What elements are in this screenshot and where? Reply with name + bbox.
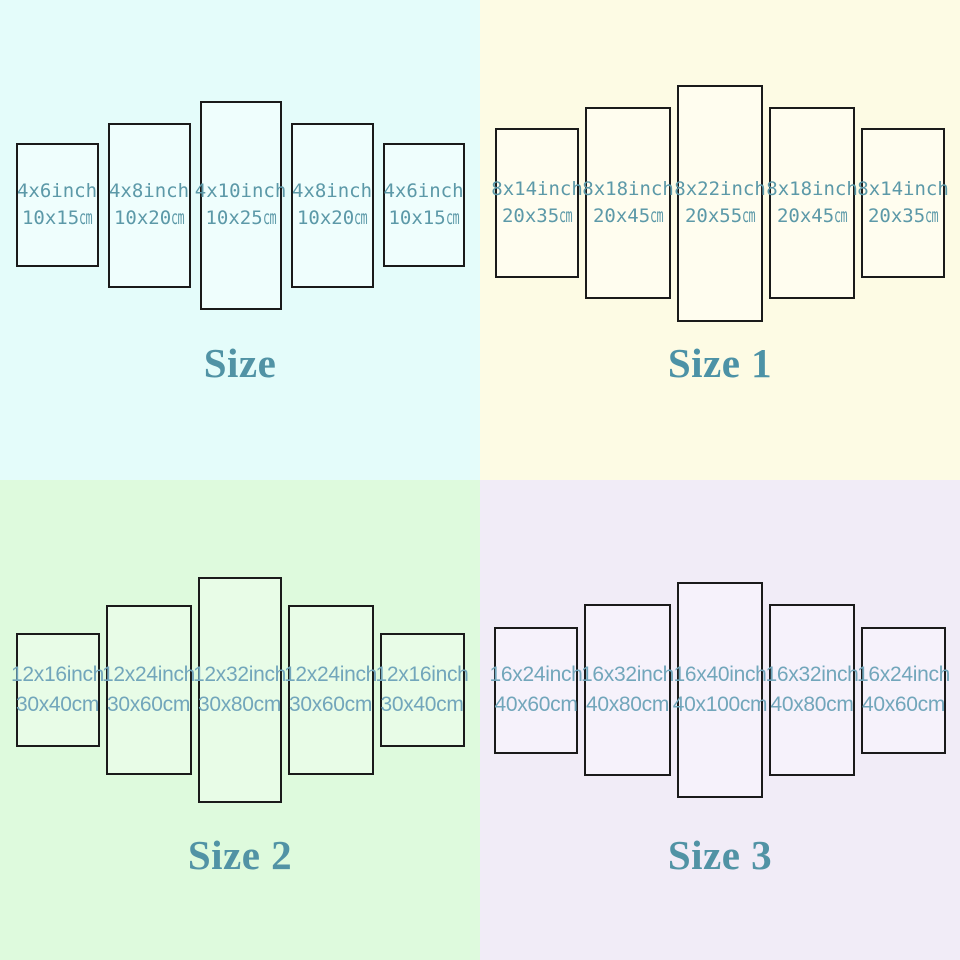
panel-size-label: 4x6inch 10x15cm [17, 178, 97, 232]
panel-cm-size: 10x20cm [296, 207, 368, 229]
canvas-panel-1: 12x16inch 30x40cm [11, 633, 104, 747]
panel-size-label: 16x40inch 40x100cm [673, 660, 768, 720]
panel-inch-size: 16x32inch [765, 663, 859, 687]
panel-inch-size: 4x6inch [16, 180, 98, 203]
panel-row: 16x24inch 40x60cm 16x32inch 40x80cm 16x4… [480, 540, 960, 840]
panel-row: 4x6inch 10x15cm 4x8inch 10x20cm 4x10inch… [0, 55, 480, 355]
panel-inch-size: 4x8inch [108, 180, 190, 203]
panel-cm-size: 20x45cm [776, 205, 848, 227]
quadrant-title: Size [203, 340, 277, 386]
canvas-panel-4: 4x8inch 10x20cm [290, 122, 374, 288]
panel-inch-size: 12x16inch [375, 663, 469, 687]
panel-size-label: 8x14inch 20x35cm [491, 176, 583, 230]
quadrant-size-2: 12x16inch 30x40cm 12x24inch 30x60cm 12x3… [0, 480, 480, 960]
panel-inch-size: 8x14inch [857, 178, 949, 201]
panel-cm-size: 40x60cm [861, 693, 946, 716]
panel-size-label: 4x8inch 10x20cm [109, 178, 189, 232]
panel-inch-size: 8x18inch [582, 178, 674, 201]
panel-row: 12x16inch 30x40cm 12x24inch 30x60cm 12x3… [0, 540, 480, 840]
panel-size-label: 16x24inch 40x60cm [857, 660, 950, 720]
canvas-panel-4: 12x24inch 30x60cm [284, 605, 377, 775]
panel-inch-size: 16x24inch [489, 663, 583, 687]
panel-cm-size: 30x40cm [15, 693, 100, 716]
panel-size-label: 12x24inch 30x60cm [102, 660, 195, 720]
canvas-panel-3: 16x40inch 40x100cm [673, 582, 768, 798]
canvas-panel-2: 8x18inch 20x45cm [582, 107, 674, 299]
panel-cm-size: 10x20cm [113, 207, 185, 229]
panel-inch-size: 16x24inch [856, 663, 951, 687]
quadrant-title: Size 1 [667, 340, 773, 386]
canvas-panel-5: 4x6inch 10x15cm [382, 143, 465, 267]
canvas-panel-2: 16x32inch 40x80cm [581, 604, 674, 776]
panel-cm-size: 40x100cm [672, 693, 768, 716]
panel-inch-size: 8x18inch [766, 178, 858, 201]
canvas-panel-2: 12x24inch 30x60cm [102, 605, 195, 775]
canvas-panel-1: 4x6inch 10x15cm [15, 143, 99, 267]
canvas-panel-5: 8x14inch 20x35cm [857, 128, 949, 278]
panel-size-label: 16x32inch 40x80cm [581, 660, 674, 720]
canvas-panel-1: 16x24inch 40x60cm [489, 626, 583, 754]
panel-inch-size: 4x8inch [291, 180, 373, 203]
panel-cm-size: 40x60cm [494, 693, 578, 716]
panel-cm-size: 10x25cm [205, 207, 276, 229]
panel-cm-size: 20x55cm [684, 205, 756, 227]
canvas-panel-4: 16x32inch 40x80cm [765, 604, 859, 776]
panel-size-label: 16x24inch 40x60cm [489, 660, 582, 720]
panel-size-label: 12x32inch 30x80cm [193, 660, 286, 720]
canvas-panel-5: 16x24inch 40x60cm [857, 626, 950, 754]
panel-size-label: 4x10inch 10x25cm [195, 178, 287, 232]
panel-size-label: 4x6inch 10x15cm [383, 178, 463, 232]
panel-inch-size: 12x24inch [101, 663, 196, 687]
canvas-panel-4: 8x18inch 20x45cm [766, 107, 858, 299]
panel-cm-size: 30x60cm [106, 693, 191, 716]
panel-size-label: 12x16inch 30x40cm [375, 660, 468, 720]
panel-cm-size: 40x80cm [770, 693, 854, 716]
canvas-panel-3: 8x22inch 20x55cm [674, 84, 766, 322]
canvas-panel-3: 12x32inch 30x80cm [193, 577, 286, 803]
panel-cm-size: 20x45cm [592, 205, 664, 227]
panel-size-label: 8x18inch 20x45cm [582, 176, 674, 230]
panel-cm-size: 30x60cm [288, 693, 373, 716]
panel-row: 8x14inch 20x35cm 8x18inch 20x45cm 8x22in… [480, 53, 960, 353]
panel-size-label: 12x24inch 30x60cm [284, 660, 377, 720]
quadrant-title: Size 3 [667, 832, 773, 878]
panel-cm-size: 20x35cm [501, 205, 573, 227]
panel-inch-size: 16x32inch [580, 663, 675, 687]
panel-inch-size: 12x16inch [10, 663, 105, 687]
panel-cm-size: 10x15cm [21, 207, 93, 229]
canvas-panel-3: 4x10inch 10x25cm [195, 100, 286, 310]
quadrant-title: Size 2 [187, 832, 293, 878]
panel-inch-size: 4x6inch [383, 180, 464, 203]
panel-inch-size: 8x22inch [674, 178, 766, 201]
panel-size-label: 8x14inch 20x35cm [857, 176, 949, 230]
panel-size-label: 4x8inch 10x20cm [292, 178, 372, 232]
panel-cm-size: 40x80cm [585, 693, 670, 716]
quadrant-size-1: 8x14inch 20x35cm 8x18inch 20x45cm 8x22in… [480, 0, 960, 480]
canvas-panel-1: 8x14inch 20x35cm [491, 128, 583, 278]
panel-cm-size: 30x40cm [380, 693, 464, 716]
panel-cm-size: 10x15cm [388, 207, 459, 229]
canvas-panel-5: 12x16inch 30x40cm [375, 633, 469, 747]
panel-cm-size: 20x35cm [867, 205, 939, 227]
panel-cm-size: 30x80cm [197, 693, 282, 716]
panel-size-label: 8x18inch 20x45cm [766, 176, 858, 230]
panel-size-label: 12x16inch 30x40cm [11, 660, 104, 720]
panel-size-label: 8x22inch 20x55cm [674, 176, 766, 230]
panel-size-label: 16x32inch 40x80cm [765, 660, 858, 720]
quadrant-size-3: 16x24inch 40x60cm 16x32inch 40x80cm 16x4… [480, 480, 960, 960]
panel-inch-size: 16x40inch [673, 663, 767, 687]
quadrant-size: 4x6inch 10x15cm 4x8inch 10x20cm 4x10inch… [0, 0, 480, 480]
panel-inch-size: 4x10inch [194, 180, 287, 203]
panel-inch-size: 12x32inch [192, 663, 287, 687]
canvas-panel-2: 4x8inch 10x20cm [107, 122, 191, 288]
panel-inch-size: 12x24inch [283, 663, 378, 687]
panel-inch-size: 8x14inch [491, 178, 583, 201]
